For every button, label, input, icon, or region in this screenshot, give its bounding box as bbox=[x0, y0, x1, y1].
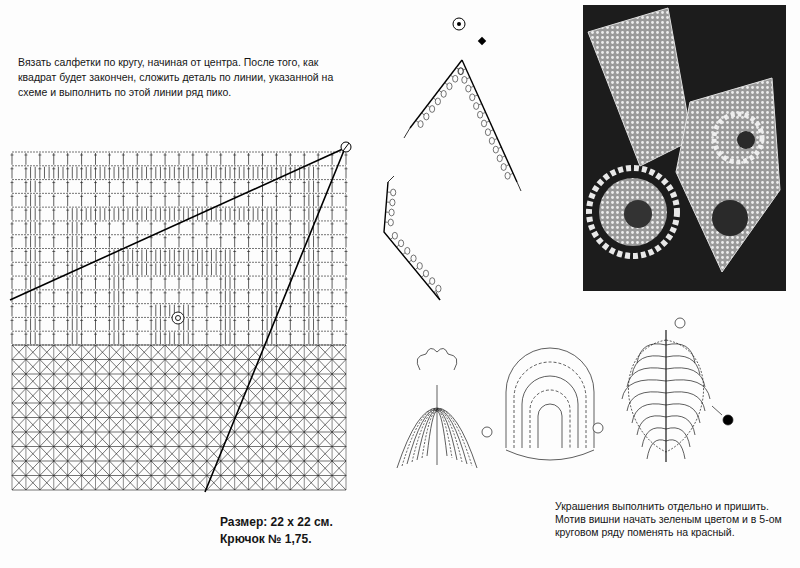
motif-charts bbox=[397, 318, 733, 468]
instruction-note: Вязать салфетки по кругу, начиная от цен… bbox=[18, 55, 340, 100]
hook-note: Крючок № 1,75. bbox=[220, 531, 420, 547]
decoration-note: Украшения выполнить отдельно и пришить. … bbox=[555, 500, 793, 539]
size-note: Размер: 22 х 22 см. bbox=[220, 514, 420, 530]
photo bbox=[583, 5, 786, 291]
filet-chart bbox=[10, 142, 351, 492]
picot-diagram bbox=[384, 18, 521, 300]
